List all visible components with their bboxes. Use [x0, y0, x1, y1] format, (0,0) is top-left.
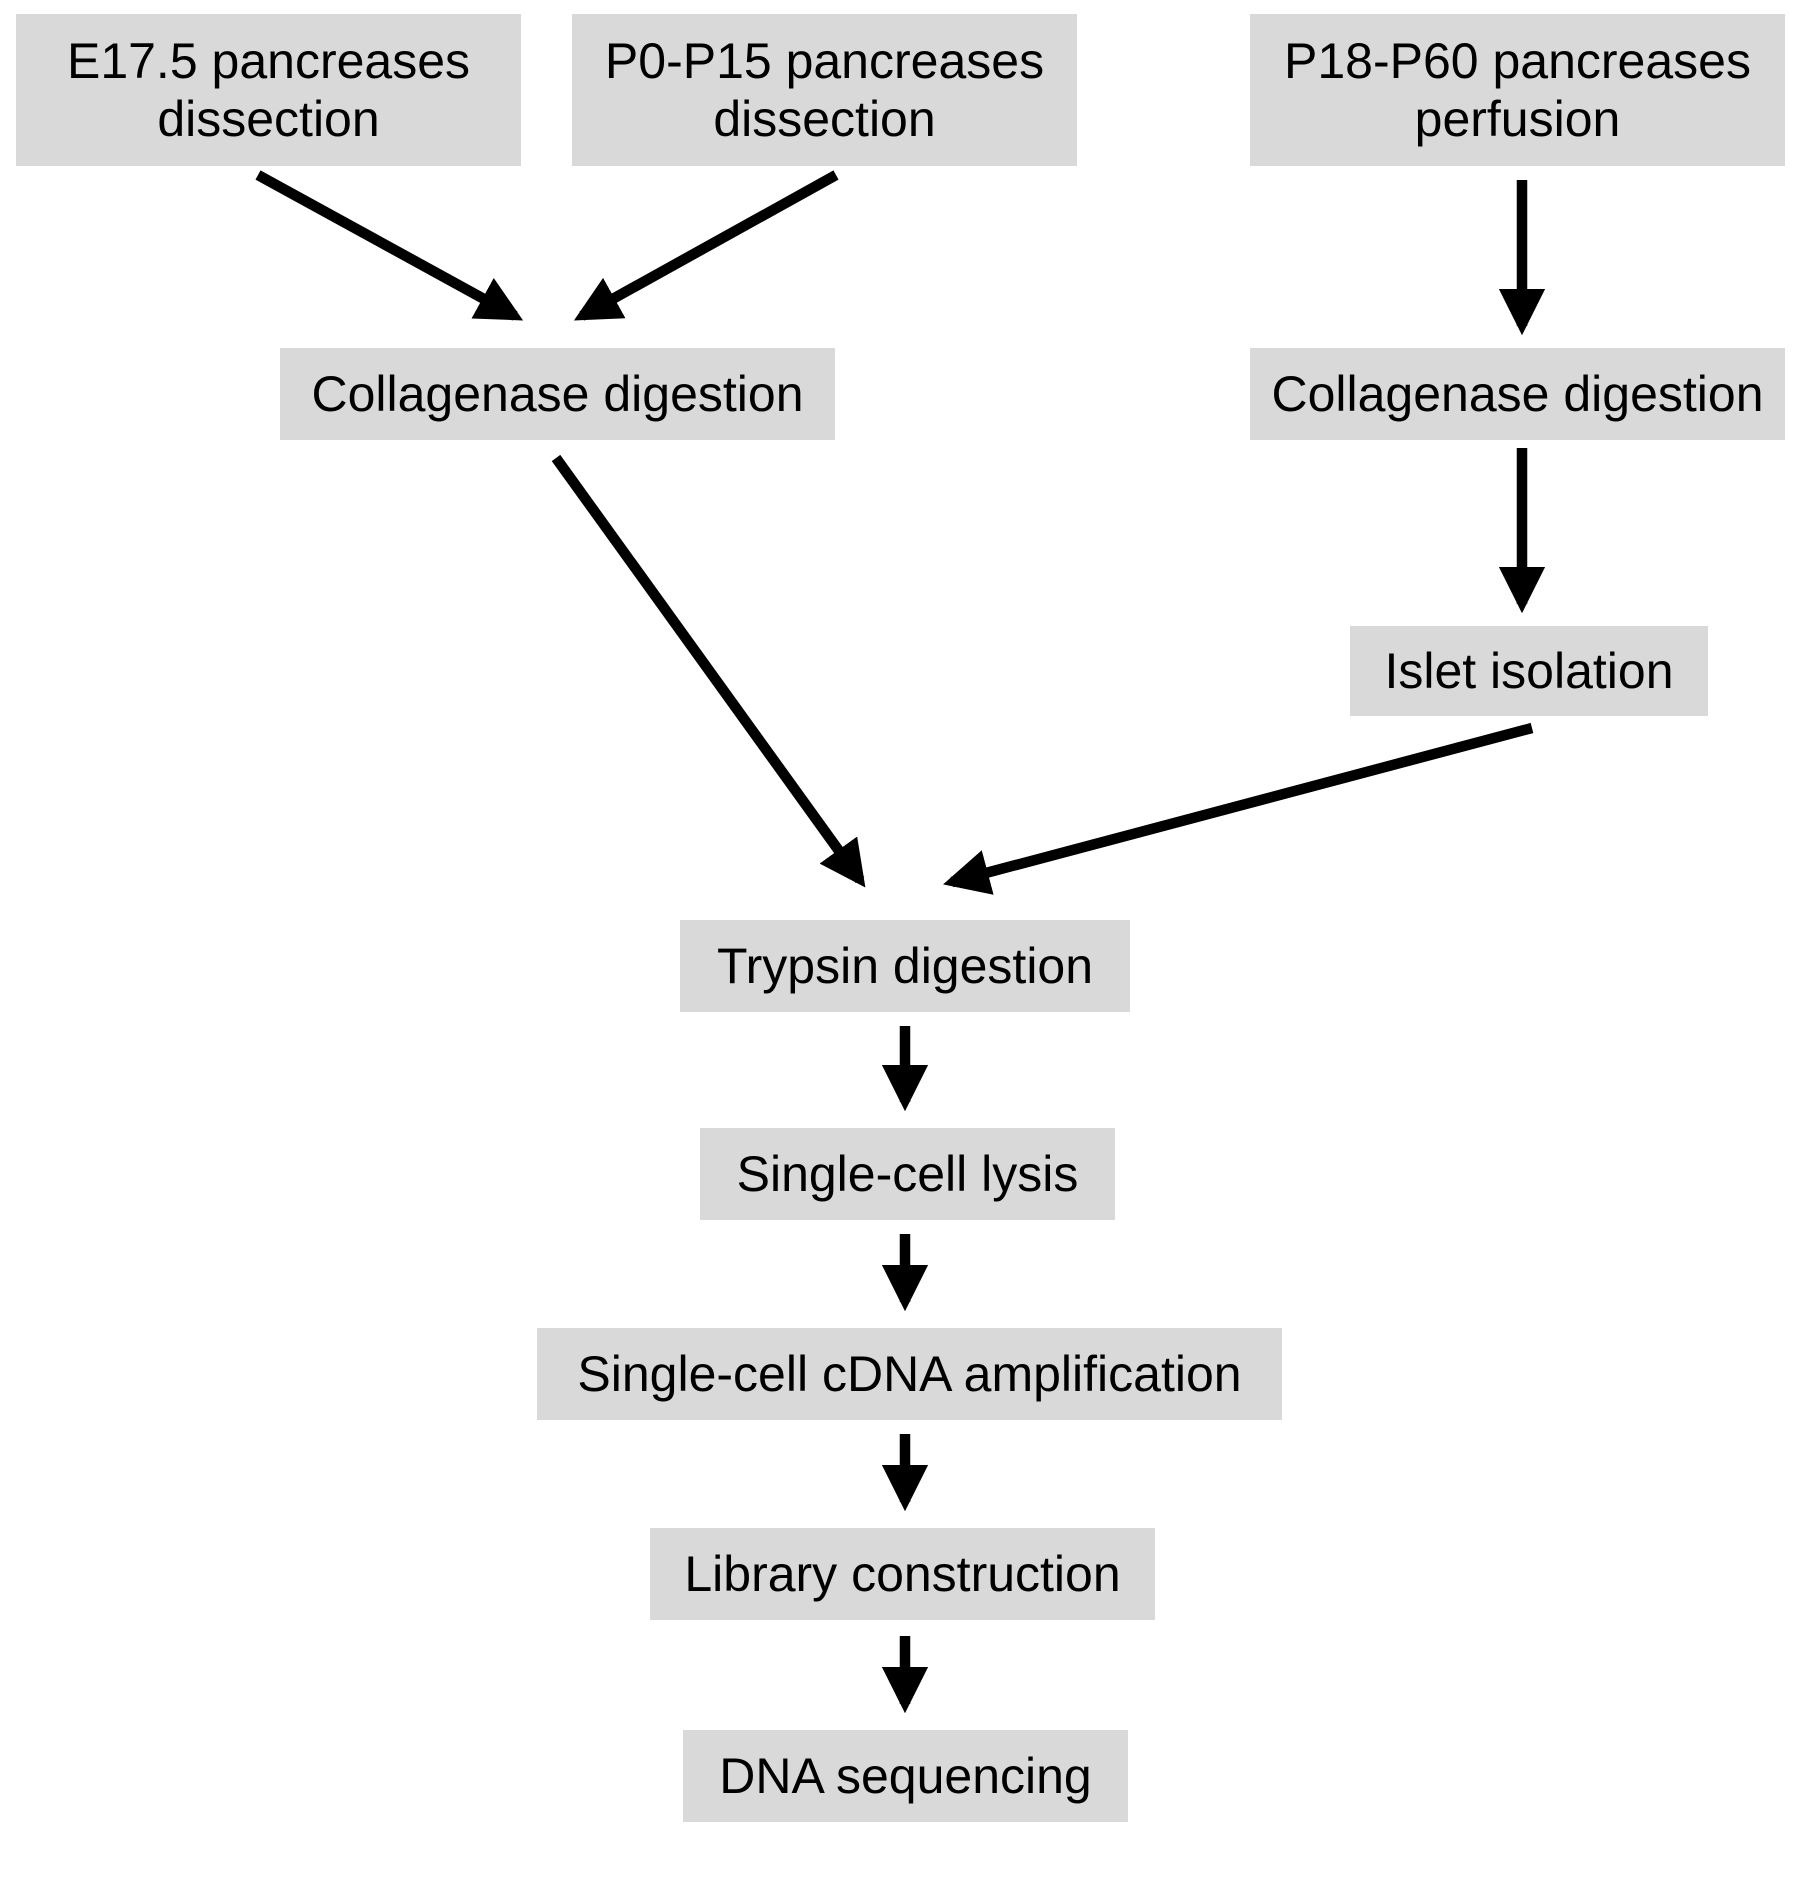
node-collagenase-digestion-left: Collagenase digestion: [280, 348, 835, 440]
node-e175-dissection: E17.5 pancreases dissection: [16, 14, 521, 166]
node-p18-p60-perfusion: P18-P60 pancreases perfusion: [1250, 14, 1785, 166]
node-collagenase-digestion-right: Collagenase digestion: [1250, 348, 1785, 440]
node-library-construction: Library construction: [650, 1528, 1155, 1620]
arrow-e175-to-collagenase-left: [255, 170, 524, 321]
node-single-cell-lysis: Single-cell lysis: [700, 1128, 1115, 1220]
node-islet-isolation: Islet isolation: [1350, 626, 1708, 716]
node-dna-sequencing: DNA sequencing: [683, 1730, 1128, 1822]
node-trypsin-digestion: Trypsin digestion: [680, 920, 1130, 1012]
arrow-islet-to-trypsin: [943, 722, 1534, 895]
node-single-cell-cdna-amplification: Single-cell cDNA amplification: [537, 1328, 1282, 1420]
arrow-collagenase-left-to-trypsin: [551, 454, 866, 888]
arrow-p0p15-to-collagenase-left: [573, 170, 839, 321]
node-p0-p15-dissection: P0-P15 pancreases dissection: [572, 14, 1077, 166]
